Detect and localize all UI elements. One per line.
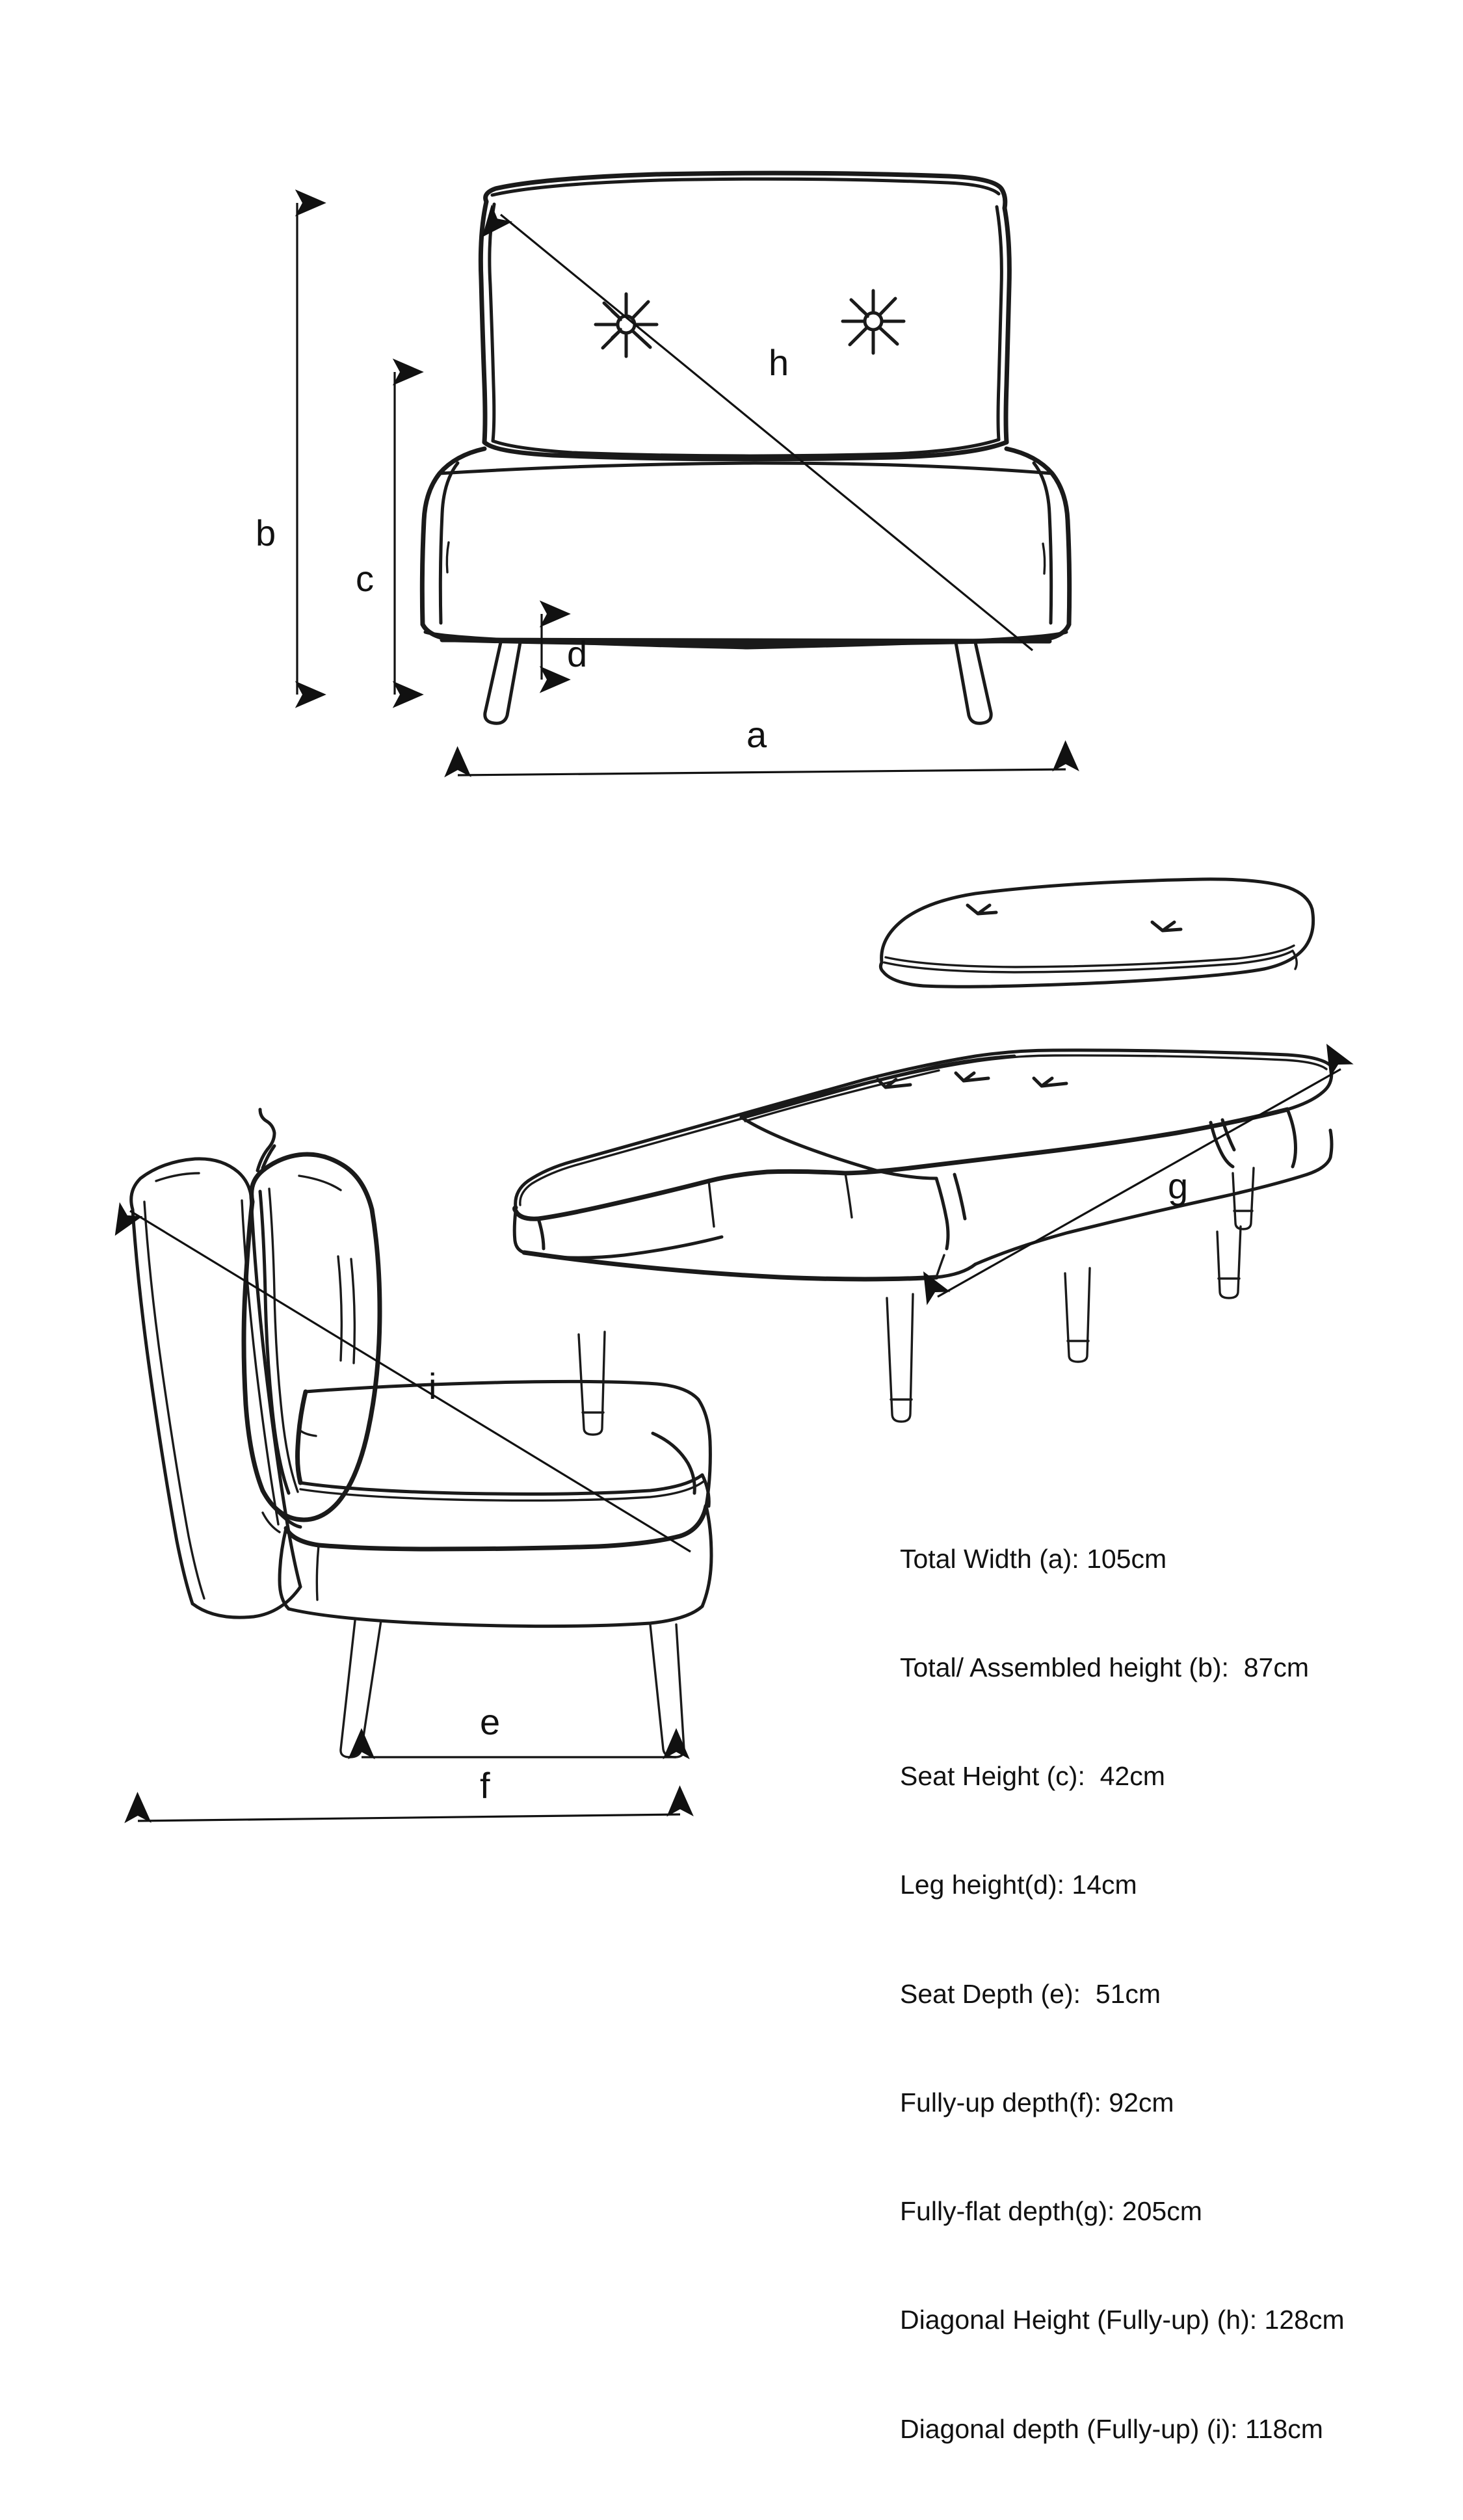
dimension-label-a: a: [746, 714, 767, 755]
legend-line-g: Fully-flat depth(g): 205cm: [900, 2196, 1202, 2226]
legend-line-i: Diagonal depth (Fully-up) (i): 118cm: [900, 2413, 1323, 2444]
dimension-label-e: e: [480, 1701, 501, 1742]
dimension-line-h: [482, 204, 1034, 652]
legend-line-a: Total Width (a): 105cm: [900, 1543, 1167, 1574]
dimension-label-g: g: [1168, 1165, 1189, 1206]
legend-line-c: Seat Height (c): 42cm: [900, 1761, 1165, 1791]
legend-line-d: Leg height(d): 14cm: [900, 1870, 1137, 1900]
furniture-line-art: .ln{fill:none;stroke:#1a1a1a;stroke-line…: [114, 170, 1354, 1824]
dimension-label-h: h: [769, 342, 789, 383]
measurements-legend: Total Width (a): 105cm Total/ Assembled …: [900, 1468, 1394, 2520]
legend-line-h: Diagonal Height (Fully-up) (h): 128cm: [900, 2305, 1345, 2335]
dimension-label-d: d: [567, 633, 588, 674]
dimension-label-c: c: [356, 558, 374, 599]
legend-line-b: Total/ Assembled height (b): 87cm: [900, 1652, 1309, 1682]
legend-line-e: Seat Depth (e): 51cm: [900, 1978, 1161, 2009]
dimension-line-i: [114, 1202, 691, 1553]
legend-line-f: Fully-up depth(f): 92cm: [900, 2087, 1174, 2117]
tuft-button-right: [841, 289, 906, 355]
flat-bed-view: [512, 877, 1354, 1436]
diagram-canvas: .ln{fill:none;stroke:#1a1a1a;stroke-line…: [114, 170, 1354, 2444]
dimension-label-b: b: [256, 512, 276, 553]
front-sofa-view: [419, 170, 1072, 725]
tuft-button-left: [594, 292, 659, 358]
dimension-line-f: [124, 1785, 694, 1824]
dimension-label-i: i: [428, 1366, 437, 1407]
side-profile-view: [114, 1107, 713, 1758]
dimension-label-f: f: [480, 1765, 490, 1806]
dimension-line-g: [923, 1043, 1354, 1306]
dimension-line-a: [444, 740, 1079, 778]
